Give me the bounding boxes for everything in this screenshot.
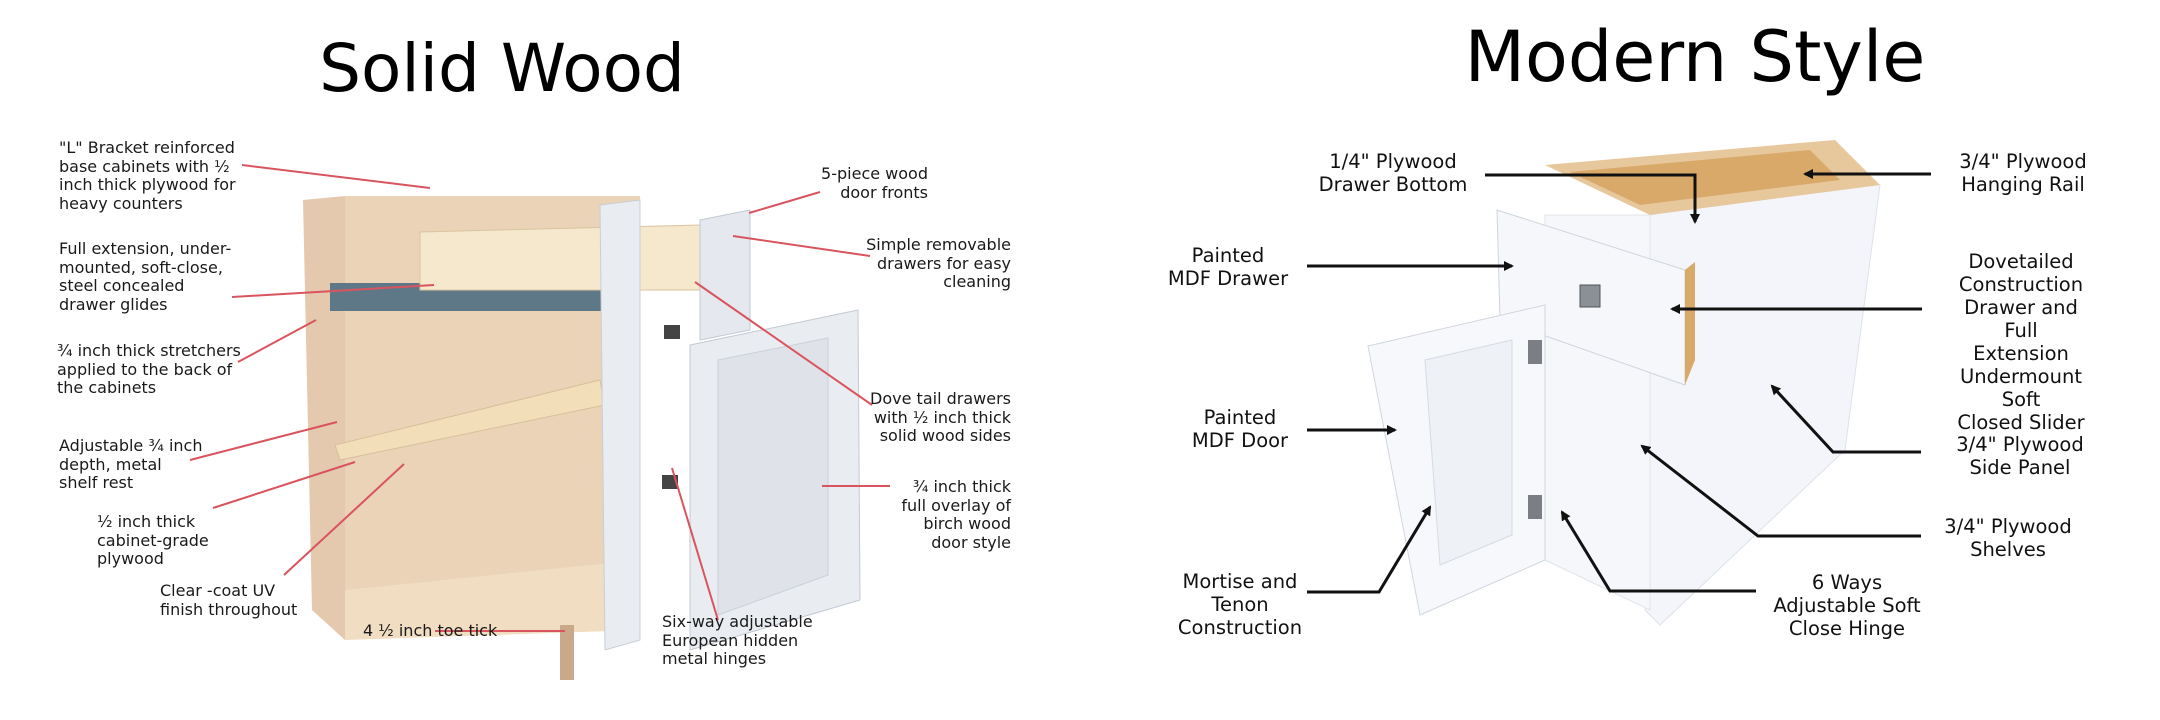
label-overlay: ¾ inch thick full overlay of birch wood … — [901, 477, 1011, 552]
solid-wood-cabinet-illustration — [303, 196, 861, 680]
leader-clear-coat — [283, 463, 405, 576]
cabinet-side-panel — [1644, 179, 1881, 626]
leader-stretchers — [237, 319, 317, 363]
solid-wood-title: Solid Wood — [319, 30, 685, 107]
leader-half-inch — [212, 461, 356, 509]
cabinet-top-opening — [1570, 150, 1840, 205]
label-drawer-bottom: 1/4" Plywood Drawer Bottom — [1318, 150, 1468, 196]
leader-five-piece — [748, 191, 821, 214]
label-clear-coat: Clear -coat UV finish throughout — [160, 581, 298, 619]
drawer-pull-icon — [1579, 284, 1601, 308]
modern-style-title: Modern Style — [1464, 16, 1926, 98]
label-side-panel: 3/4" Plywood Side Panel — [1956, 433, 2084, 479]
label-hinge: 6 Ways Adjustable Soft Close Hinge — [1773, 571, 1921, 640]
leader-full-extension — [231, 284, 435, 298]
leader-hinge — [1560, 510, 1756, 593]
solid-wood-leader-lines — [189, 164, 890, 632]
label-stretchers: ¾ inch thick stretchers applied to the b… — [57, 341, 241, 397]
leader-mortise — [1307, 505, 1432, 594]
label-mdf-door: Painted MDF Door — [1191, 406, 1289, 452]
label-hinges: Six-way adjustable European hidden metal… — [662, 612, 813, 668]
label-dovetailed: Dovetailed Construction Drawer and Full … — [1957, 250, 2085, 434]
leader-dove-tail — [694, 281, 873, 406]
leader-side-panel — [1770, 384, 1921, 454]
drawer-side — [1685, 262, 1695, 385]
label-hanging-rail: 3/4" Plywood Hanging Rail — [1959, 150, 2087, 196]
hinge-icon — [1528, 495, 1542, 519]
label-removable-drawers: Simple removable drawers for easy cleani… — [866, 235, 1011, 291]
label-mortise: Mortise and Tenon Construction — [1177, 570, 1303, 639]
leader-hinges — [671, 467, 719, 621]
drawer-front — [699, 209, 751, 341]
hinge-icon — [1528, 340, 1542, 364]
leader-removable — [732, 235, 871, 257]
modern-style-cabinet-illustration — [1367, 140, 1881, 626]
label-half-inch-plywood: ½ inch thick cabinet-grade plywood — [97, 512, 209, 568]
hinge-icon — [664, 325, 680, 339]
face-frame-stile — [599, 199, 641, 651]
label-l-bracket: "L" Bracket reinforced base cabinets wit… — [59, 138, 236, 213]
label-five-piece: 5-piece wood door fronts — [821, 164, 928, 202]
door-panel — [1424, 339, 1513, 566]
cabinet-side-panel — [303, 196, 345, 640]
leader-l-bracket — [241, 164, 431, 189]
leader-drawer-bottom — [1485, 173, 1700, 224]
leader-adjustable — [189, 421, 338, 461]
toe-kick — [560, 625, 574, 680]
cabinet-floor — [345, 560, 640, 640]
modern-style-leader-lines — [1307, 169, 1931, 594]
label-mdf-drawer: Painted MDF Drawer — [1167, 244, 1289, 290]
hinge-icon — [662, 475, 678, 489]
label-toe-tick: 4 ½ inch toe tick — [363, 621, 498, 640]
label-adjustable-shelf: Adjustable ¾ inch depth, metal shelf res… — [59, 436, 203, 492]
leader-shelves — [1640, 444, 1921, 538]
label-shelves: 3/4" Plywood Shelves — [1944, 515, 2072, 561]
drawer-box — [419, 224, 701, 291]
label-dove-tail: Dove tail drawers with ½ inch thick soli… — [870, 389, 1011, 445]
door-panel — [717, 337, 829, 616]
label-full-extension: Full extension, under- mounted, soft-clo… — [59, 239, 232, 314]
